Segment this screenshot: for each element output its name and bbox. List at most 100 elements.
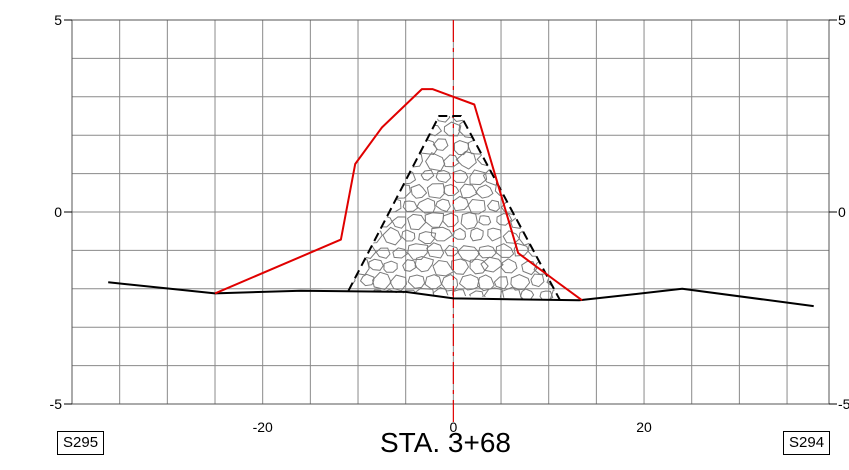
stone	[477, 245, 497, 259]
stone	[452, 195, 470, 212]
stone	[516, 197, 537, 217]
stone	[348, 123, 360, 136]
x-tick-label: 0	[449, 419, 457, 435]
stone	[414, 287, 435, 301]
stone	[483, 287, 505, 301]
stone	[512, 157, 526, 168]
stone	[392, 247, 408, 259]
stone	[388, 120, 412, 140]
stone	[384, 167, 404, 185]
y-tick-label-left: -5	[50, 396, 63, 412]
stone	[407, 213, 427, 231]
stone	[341, 304, 360, 320]
y-tick-label-left: 0	[54, 204, 62, 220]
stone	[467, 198, 486, 215]
stone	[358, 300, 378, 301]
stone	[443, 121, 462, 137]
stone	[519, 288, 535, 301]
stone	[537, 116, 557, 125]
prism-line	[347, 115, 561, 301]
stone	[383, 260, 398, 273]
stone	[407, 274, 426, 289]
stone	[348, 243, 358, 260]
stone	[540, 154, 561, 171]
stone	[374, 186, 389, 198]
stone	[537, 229, 554, 244]
stone	[402, 259, 418, 272]
stone	[434, 116, 451, 123]
stone	[426, 305, 441, 319]
stone	[495, 243, 515, 258]
x-tick-label: 20	[636, 419, 652, 435]
stone	[560, 212, 561, 228]
stone	[530, 182, 548, 198]
stone	[357, 123, 377, 140]
stone	[469, 227, 484, 242]
stone	[542, 244, 560, 261]
stone	[426, 242, 445, 259]
stone	[414, 255, 434, 273]
stone	[362, 226, 383, 244]
stone	[364, 167, 388, 188]
station-label: STA. 3+68	[380, 427, 512, 458]
y-tick-label-right: -5	[838, 396, 849, 412]
stone	[458, 274, 481, 291]
stone	[382, 226, 402, 246]
stone	[541, 184, 561, 201]
stone	[516, 138, 534, 153]
y-tick-label-left: 5	[54, 12, 62, 28]
stone	[451, 258, 470, 275]
stone	[372, 271, 392, 291]
stone	[401, 229, 416, 242]
stone	[552, 198, 561, 216]
stone	[521, 260, 538, 276]
stone	[456, 245, 481, 263]
stone	[527, 240, 548, 257]
stone	[384, 197, 402, 214]
stone	[493, 276, 509, 290]
stone	[443, 183, 460, 197]
stone	[370, 154, 392, 171]
stone	[435, 198, 451, 213]
ground-line	[108, 281, 814, 308]
stone	[499, 139, 520, 155]
stone	[460, 212, 478, 230]
stone	[518, 228, 538, 246]
x-tick-label: -20	[253, 419, 273, 435]
stone	[451, 116, 467, 123]
stone	[542, 212, 561, 229]
stone	[451, 289, 467, 301]
stone	[475, 184, 494, 199]
stone	[500, 116, 516, 124]
stone	[452, 227, 467, 240]
stone	[425, 152, 446, 172]
stone	[350, 290, 365, 301]
stone	[400, 137, 415, 153]
stone	[487, 227, 502, 242]
stone	[527, 211, 543, 228]
stone	[407, 243, 429, 261]
stone	[455, 151, 477, 170]
stone	[565, 247, 578, 258]
stone	[418, 231, 437, 245]
stone	[358, 244, 377, 259]
stone	[389, 274, 408, 292]
y-tick-label-right: 5	[838, 12, 846, 28]
stone	[348, 273, 356, 285]
stone	[462, 306, 476, 317]
stone	[368, 258, 384, 271]
stone	[452, 169, 469, 183]
stone	[554, 116, 561, 122]
stone	[559, 153, 561, 169]
stone	[410, 183, 428, 199]
stone	[537, 136, 555, 153]
stone	[545, 302, 564, 318]
stone	[527, 154, 548, 171]
stone	[549, 287, 561, 301]
stone	[391, 304, 407, 316]
stone	[453, 139, 470, 156]
stone	[443, 306, 458, 319]
stone	[554, 228, 561, 243]
stone	[349, 116, 366, 123]
stone	[430, 226, 454, 242]
